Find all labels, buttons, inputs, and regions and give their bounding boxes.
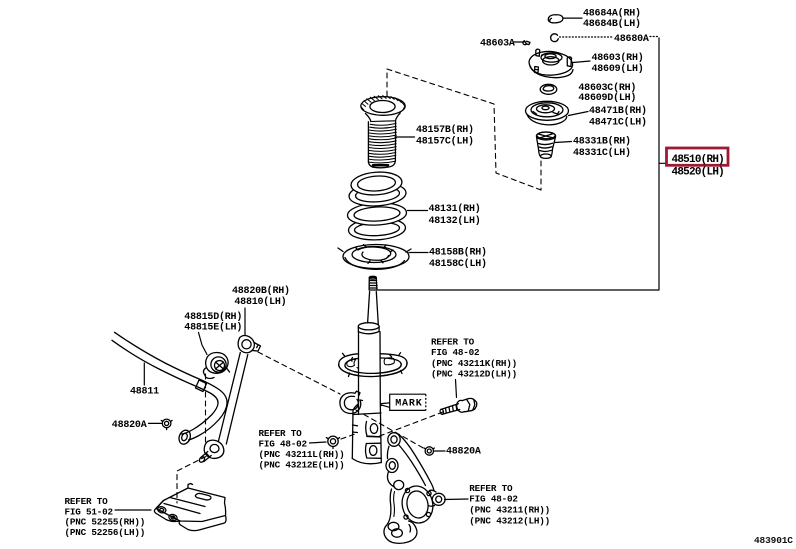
svg-text:48603C(RH): 48603C(RH) — [578, 82, 636, 94]
svg-text:48684A(RH): 48684A(RH) — [583, 8, 641, 20]
svg-text:48520(LH): 48520(LH) — [672, 167, 724, 179]
svg-text:48815E(LH): 48815E(LH) — [184, 321, 242, 333]
svg-text:48131(RH): 48131(RH) — [429, 203, 481, 215]
svg-text:48157B(RH): 48157B(RH) — [416, 124, 474, 136]
svg-text:(PNC 43211L(RH)): (PNC 43211L(RH)) — [259, 449, 345, 460]
svg-text:48815D(RH): 48815D(RH) — [184, 311, 242, 323]
svg-text:REFER TO: REFER TO — [259, 428, 303, 439]
svg-text:48603A: 48603A — [480, 38, 515, 49]
svg-text:(PNC 52255(RH)): (PNC 52255(RH)) — [65, 517, 146, 528]
svg-text:FIG 48-02: FIG 48-02 — [431, 347, 480, 358]
svg-text:48820A: 48820A — [112, 420, 147, 431]
svg-text:48603(RH): 48603(RH) — [592, 52, 644, 64]
svg-text:48680A: 48680A — [614, 34, 649, 45]
svg-text:48609(LH): 48609(LH) — [592, 63, 644, 75]
svg-text:48510(RH): 48510(RH) — [672, 154, 724, 166]
svg-text:48811: 48811 — [130, 386, 159, 397]
svg-text:FIG 48-02: FIG 48-02 — [259, 438, 308, 449]
svg-text:48609D(LH): 48609D(LH) — [578, 92, 636, 104]
svg-text:FIG 48-02: FIG 48-02 — [469, 494, 518, 505]
svg-text:(PNC 52256(LH)): (PNC 52256(LH)) — [65, 527, 146, 538]
svg-text:FIG 51-02: FIG 51-02 — [65, 506, 114, 517]
svg-text:48820B(RH): 48820B(RH) — [232, 285, 290, 297]
svg-text:483901C: 483901C — [754, 535, 793, 546]
svg-text:REFER TO: REFER TO — [431, 337, 475, 348]
svg-text:REFER TO: REFER TO — [65, 496, 109, 507]
svg-text:(PNC 43211K(RH)): (PNC 43211K(RH)) — [431, 358, 517, 369]
svg-text:48158C(LH): 48158C(LH) — [429, 258, 487, 270]
svg-text:48684B(LH): 48684B(LH) — [583, 18, 641, 30]
svg-text:48331C(LH): 48331C(LH) — [573, 147, 631, 159]
svg-text:48157C(LH): 48157C(LH) — [416, 135, 474, 147]
svg-text:MARK: MARK — [395, 399, 422, 410]
svg-text:48820A: 48820A — [446, 446, 481, 457]
svg-text:(PNC 43212E(LH)): (PNC 43212E(LH)) — [259, 460, 345, 471]
svg-text:(PNC 43212(LH)): (PNC 43212(LH)) — [469, 515, 550, 526]
svg-text:48471C(LH): 48471C(LH) — [589, 116, 647, 128]
svg-text:REFER TO: REFER TO — [469, 483, 513, 494]
svg-text:48331B(RH): 48331B(RH) — [573, 135, 631, 147]
svg-text:(PNC 43211(RH)): (PNC 43211(RH)) — [469, 505, 550, 516]
svg-text:48810(LH): 48810(LH) — [234, 296, 286, 308]
svg-text:(PNC 43212D(LH)): (PNC 43212D(LH)) — [431, 368, 517, 379]
svg-text:48132(LH): 48132(LH) — [429, 215, 481, 227]
svg-text:48471B(RH): 48471B(RH) — [589, 105, 647, 117]
svg-text:48158B(RH): 48158B(RH) — [429, 246, 487, 258]
